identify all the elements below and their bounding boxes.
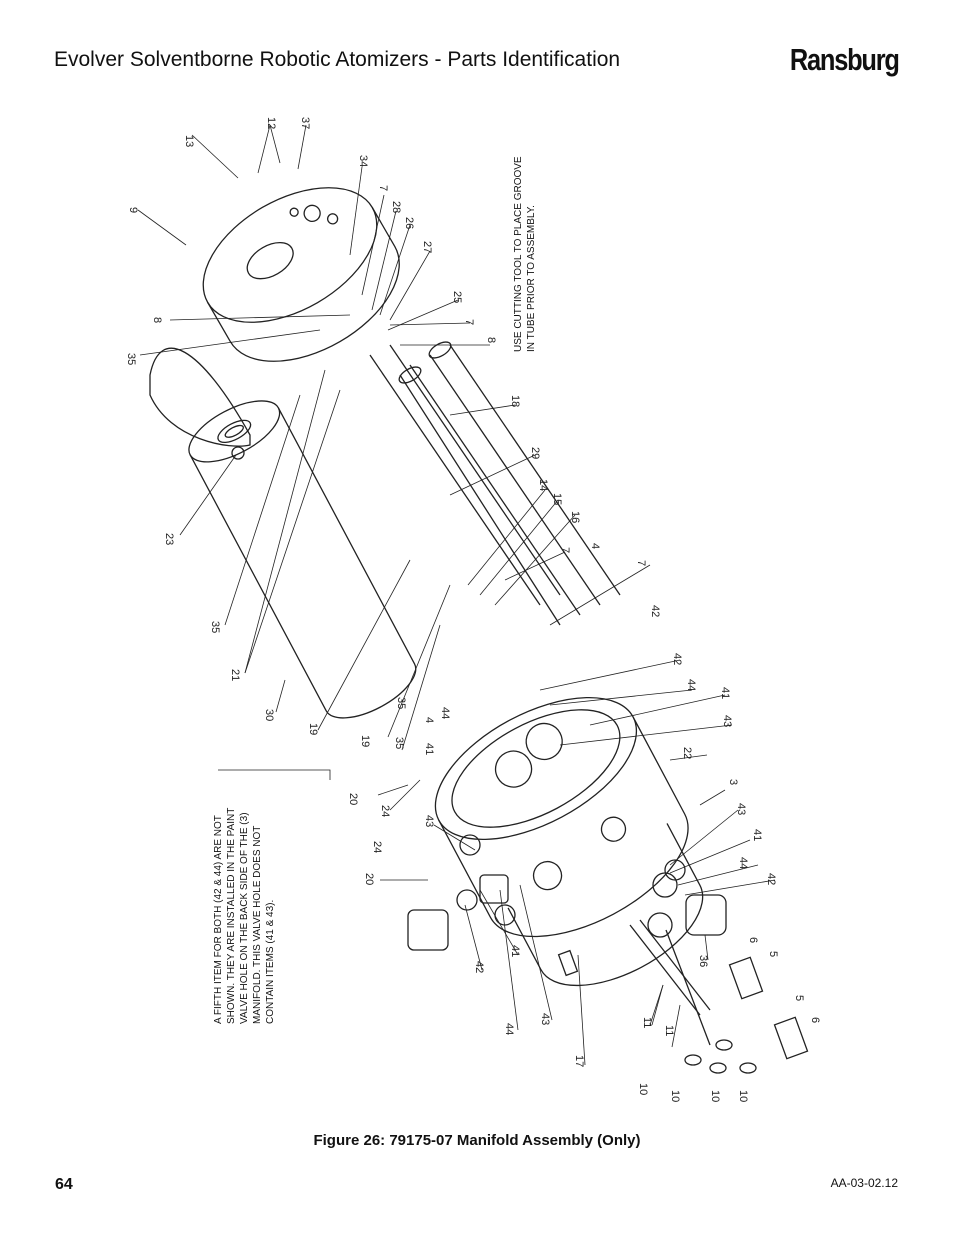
callout-label: 11 <box>641 1017 653 1028</box>
callout-label: 42 <box>765 873 777 885</box>
document-code: AA-03-02.12 <box>830 1176 898 1190</box>
callout-label: 43 <box>721 715 733 727</box>
callout-label: 19 <box>359 735 371 747</box>
groove-note: USE CUTTING TOOL TO PLACE GROOVE IN TUBE… <box>513 156 537 352</box>
callout-label: 10 <box>669 1090 681 1102</box>
fifth-item-note: A FIFTH ITEM FOR BOTH (42 & 44) ARE NOT … <box>213 807 276 1024</box>
callout-label: 17 <box>573 1055 585 1067</box>
callout-label: 24 <box>371 841 383 853</box>
leader-lines <box>137 124 776 1066</box>
callout-labels: 13 12 37 9 34 7 28 26 27 25 8 7 8 35 18 … <box>125 117 821 1102</box>
manifold-assembly-drawing: 13 12 37 9 34 7 28 26 27 25 8 7 8 35 18 … <box>110 105 830 1125</box>
callout-label: 5 <box>793 995 805 1001</box>
callout-label: 41 <box>509 945 521 957</box>
callout-label: 12 <box>265 117 277 129</box>
top-cap-part <box>202 187 400 362</box>
page-title: Evolver Solventborne Robotic Atomizers -… <box>54 48 621 71</box>
callout-label: 34 <box>357 155 369 167</box>
callout-label: 15 <box>551 493 563 505</box>
callout-label: 35 <box>395 697 407 709</box>
washer-parts <box>684 1039 757 1074</box>
callout-label: 22 <box>681 747 693 759</box>
callout-label: 13 <box>183 135 195 147</box>
callout-label: 24 <box>379 805 391 817</box>
callout-label: 44 <box>685 679 697 691</box>
callout-label: 10 <box>709 1090 721 1102</box>
callout-label: 4 <box>423 717 435 723</box>
callout-label: 8 <box>151 317 163 323</box>
brand-logo: Ransburg <box>790 42 900 77</box>
callout-label: 30 <box>263 709 275 721</box>
callout-label: 7 <box>463 319 475 325</box>
callout-label: 7 <box>635 560 647 566</box>
callout-label: 43 <box>539 1013 551 1025</box>
callout-label: 42 <box>671 653 683 665</box>
callout-label: 10 <box>737 1090 749 1102</box>
callout-label: 6 <box>809 1017 821 1023</box>
callout-label: 18 <box>509 395 521 407</box>
callout-label: 35 <box>393 737 405 749</box>
callout-label: 44 <box>503 1023 515 1035</box>
callout-label: 37 <box>299 117 311 129</box>
callout-label: 4 <box>589 543 601 549</box>
callout-label: 41 <box>719 687 731 699</box>
callout-label: 23 <box>163 533 175 545</box>
callout-label: 8 <box>485 337 497 343</box>
callout-label: 29 <box>529 447 541 459</box>
tube-assembly-part <box>369 341 621 626</box>
callout-label: 43 <box>423 815 435 827</box>
shield-part <box>149 347 251 460</box>
callout-label: 41 <box>423 743 435 755</box>
manifold-part <box>434 696 704 987</box>
body-cylinder-part <box>188 400 417 719</box>
callout-label: 27 <box>421 241 433 253</box>
callout-label: 7 <box>377 185 389 191</box>
callout-label: 41 <box>751 829 763 841</box>
callout-label: 11 <box>663 1025 675 1036</box>
callout-label: 9 <box>127 207 139 213</box>
callout-label: 7 <box>559 547 571 553</box>
callout-label: 16 <box>569 511 581 523</box>
callout-label: 25 <box>451 291 463 303</box>
callout-label: 35 <box>125 353 137 365</box>
callout-label: 10 <box>637 1083 649 1095</box>
callout-label: 21 <box>229 669 241 681</box>
callout-label: 5 <box>767 951 779 957</box>
callout-label: 3 <box>727 779 739 785</box>
callout-label: 44 <box>439 707 451 719</box>
callout-label: 26 <box>403 217 415 229</box>
callout-label: 20 <box>347 793 359 805</box>
callout-label: 6 <box>747 937 759 943</box>
callout-label: 14 <box>537 479 549 491</box>
callout-label: 28 <box>390 201 402 213</box>
callout-label: 35 <box>209 621 221 633</box>
callout-label: 42 <box>649 605 661 617</box>
callout-label: 42 <box>473 961 485 973</box>
rod-parts <box>557 919 809 1060</box>
callout-label: 36 <box>697 955 709 967</box>
callout-label: 44 <box>737 857 749 869</box>
page-number: 64 <box>55 1176 73 1193</box>
callout-label: 43 <box>735 803 747 815</box>
figure-caption: Figure 26: 79175-07 Manifold Assembly (O… <box>313 1132 641 1149</box>
callout-label: 20 <box>363 873 375 885</box>
callout-label: 19 <box>307 723 319 735</box>
